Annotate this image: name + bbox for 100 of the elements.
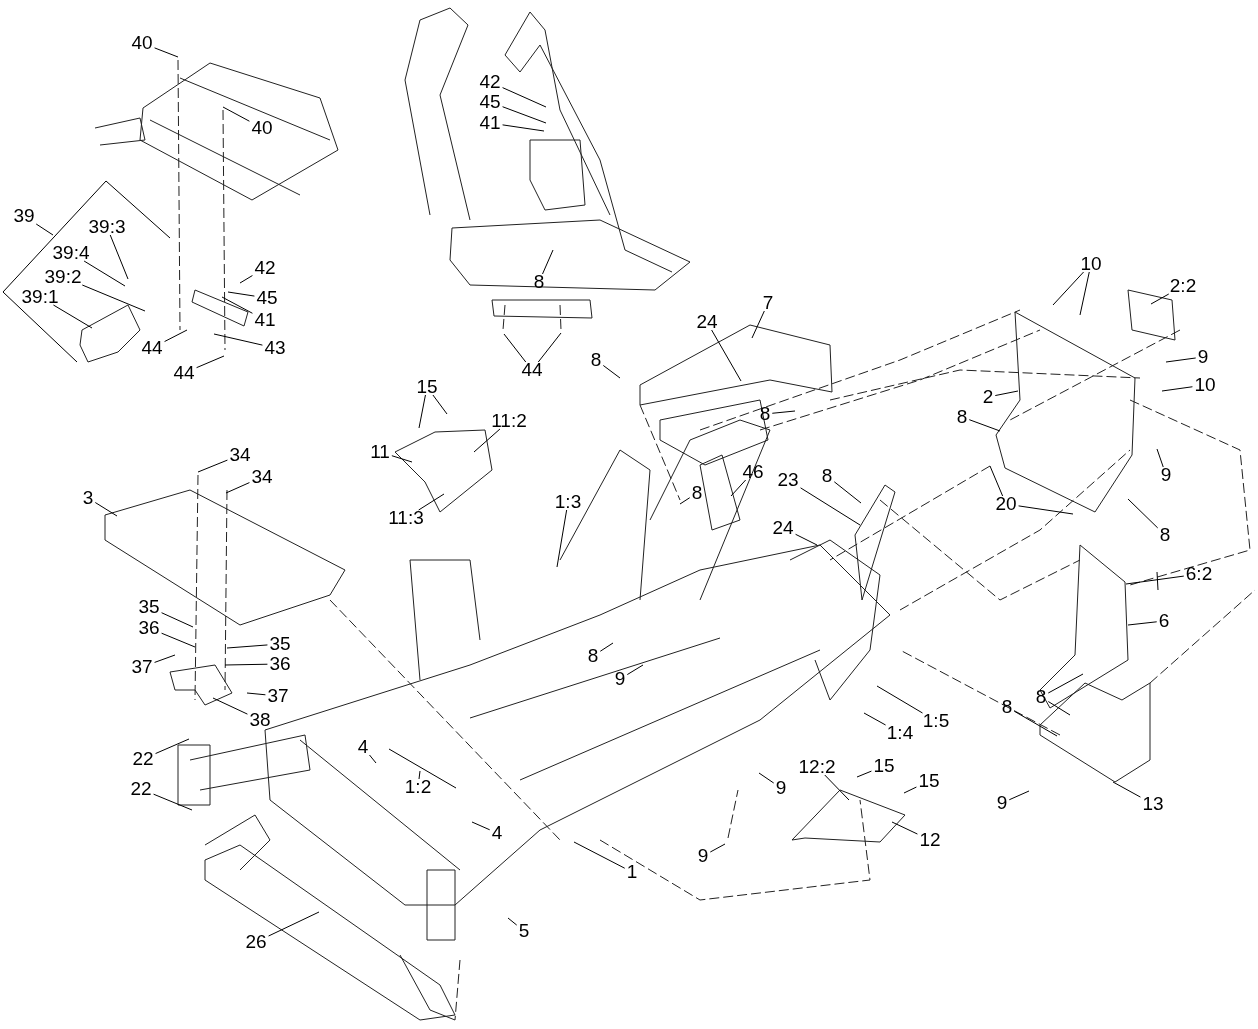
callout-number: 24 [771,518,795,538]
leader-line [730,479,747,497]
callout-number: 42 [478,72,502,92]
leader-line [1127,621,1158,626]
callout-number: 39:4 [51,243,91,263]
callout-number: 15 [917,771,941,791]
callout-number: 45 [478,92,502,112]
leader-line [1150,293,1170,305]
callout-number: 44 [140,338,164,358]
callout-number: 45 [255,288,279,308]
leader-line [268,911,320,937]
callout-number: 36 [137,618,161,638]
leader-line [1127,498,1159,529]
callout-number: 40 [250,118,274,138]
leader-line [83,260,126,287]
callout-number: 26 [244,932,268,952]
callout-number: 44 [520,360,544,380]
callout-number: 8 [532,272,546,292]
callout-number: 1:4 [885,723,915,743]
callout-number: 1:3 [553,492,583,512]
leader-line [196,355,225,369]
callout-number: 15 [872,756,896,776]
leader-line [771,410,796,414]
callout-number: 12 [918,830,942,850]
leader-line [221,296,253,314]
callout-number: 35 [268,634,292,654]
leader-line [239,275,253,284]
callout-number: 8 [820,466,834,486]
leader-line [863,712,887,726]
callout-number: 12:2 [797,757,837,777]
callout-number: 22 [131,749,155,769]
leader-line [222,106,250,122]
callout-number: 8 [955,407,969,427]
leader-line [709,843,726,853]
callout-number: 37 [266,686,290,706]
leader-line [225,482,250,494]
leader-line [224,663,268,666]
leader-line [1047,673,1084,694]
callout-number: 39 [12,206,36,226]
callout-number: 1 [625,862,639,882]
callout-number: 5 [517,921,531,941]
callout-number: 9 [774,778,788,798]
callout-number: 23 [776,470,800,490]
callout-number: 8 [1158,525,1172,545]
leader-line [1112,781,1141,798]
leader-line [154,47,179,58]
leader-line [391,455,413,463]
callout-number: 6 [1157,611,1171,631]
callout-number: 9 [1196,347,1210,367]
leader-line [502,124,545,132]
leader-line [1156,448,1164,468]
leader-line [994,390,1019,397]
leader-line [246,692,266,696]
leader-line [711,329,742,382]
callout-number: 37 [130,657,154,677]
callout-number: 10 [1193,375,1217,395]
leader-line [503,333,527,363]
leader-line [369,754,377,764]
callout-number: 34 [228,445,252,465]
leader-line [502,106,547,124]
leader-line [833,481,862,504]
callout-number: 35 [137,597,161,617]
leader-line [876,685,923,714]
leader-line [1018,505,1074,515]
leader-line [227,291,255,297]
callout-number: 40 [130,33,154,53]
leader-line [153,793,193,811]
callout-number: 11:3 [387,508,425,528]
callout-number: 1:5 [921,711,951,731]
callout-number: 4 [356,737,370,757]
leader-line [1165,357,1197,363]
callout-number: 1:2 [403,777,433,797]
leader-line [1008,790,1030,801]
leader-line [573,841,626,869]
callout-number: 8 [690,483,704,503]
leader-line [679,497,691,505]
callout-number: 39:3 [87,217,127,237]
callout-number: 8 [1034,687,1048,707]
leader-line [968,419,1001,432]
callout-number: 39:2 [43,267,83,287]
callout-number: 9 [1159,465,1173,485]
callout-number: 11:2 [490,411,528,431]
callout-number: 9 [696,846,710,866]
callout-number: 41 [253,310,277,330]
leader-line [226,644,268,649]
leader-line [161,632,196,648]
leader-line [542,249,554,275]
leader-line [751,310,765,339]
leader-line [824,774,850,801]
leader-line [1125,575,1185,585]
leader-line [418,770,421,780]
callout-number: 42 [253,258,277,278]
leader-line [626,664,644,676]
leader-line [81,284,146,312]
leader-line [602,364,621,379]
leader-line [197,459,228,473]
leader-line [109,234,129,280]
leader-line [891,821,918,835]
callout-number: 8 [589,350,603,370]
leader-line [212,697,248,715]
